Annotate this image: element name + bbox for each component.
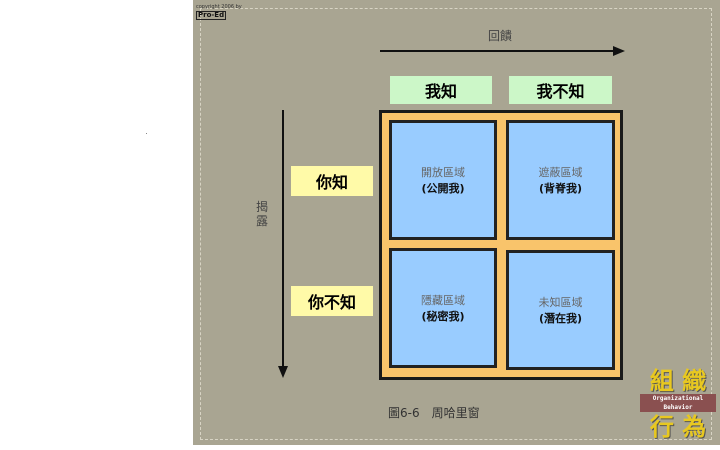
cell-subtitle: (公開我) xyxy=(421,182,465,195)
cell-title: 遮蔽區域 xyxy=(538,166,583,179)
cell-subtitle: (潛在我) xyxy=(538,312,583,325)
cell-title: 未知區域 xyxy=(538,296,583,309)
disclosure-axis-label: 揭露 xyxy=(256,200,269,228)
figure-caption: 圖6-6 周哈里窗 xyxy=(388,406,480,420)
copyright-text: copyright 2006 by xyxy=(196,4,242,10)
row-header-you-know: 你知 xyxy=(291,166,373,196)
stray-dot xyxy=(146,133,147,134)
logo-subtitle: Organizational Behavior xyxy=(640,394,716,412)
column-header-i-know: 我知 xyxy=(390,76,492,104)
feedback-arrow-icon xyxy=(380,46,625,56)
logo-top: 組 織 xyxy=(649,366,707,395)
cell-hidden-area: 隱藏區域 (秘密我) xyxy=(389,248,497,368)
row-header-you-dont-know: 你不知 xyxy=(291,286,373,316)
disclosure-arrow-icon xyxy=(278,110,288,378)
feedback-axis-label: 回饋 xyxy=(488,29,513,43)
logo-bottom: 行 為 xyxy=(649,412,707,441)
cell-subtitle: (背脊我) xyxy=(538,182,583,195)
column-header-i-dont-know: 我不知 xyxy=(509,76,612,104)
dashed-frame xyxy=(200,8,712,440)
cell-subtitle: (秘密我) xyxy=(421,310,465,323)
cell-open-area: 開放區域 (公開我) xyxy=(389,120,497,240)
cell-title: 隱藏區域 xyxy=(421,294,465,307)
organizational-behavior-logo: 組 織 Organizational Behavior 行 為 xyxy=(640,368,716,442)
publisher-label: Pro-Ed xyxy=(196,11,227,20)
cell-blind-area: 遮蔽區域 (背脊我) xyxy=(506,120,615,240)
cell-title: 開放區域 xyxy=(421,166,465,179)
cell-unknown-area: 未知區域 (潛在我) xyxy=(506,250,615,370)
